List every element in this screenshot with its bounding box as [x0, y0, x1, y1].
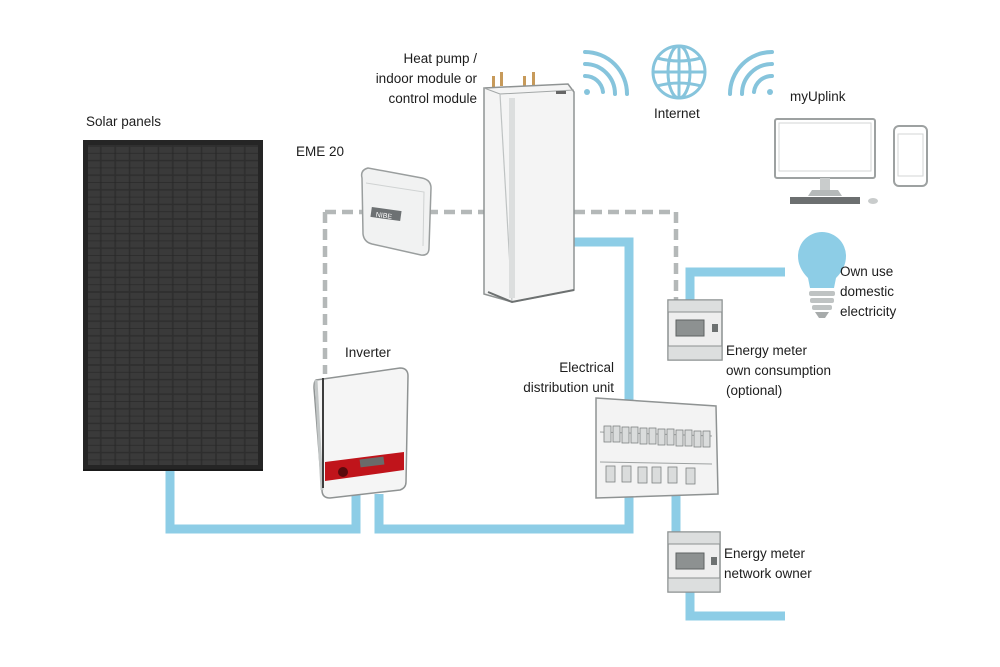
power-line-inverter-distribution — [374, 494, 634, 534]
data-lines — [322, 209, 679, 374]
label-solar-panels: Solar panels — [86, 114, 162, 129]
label-heat-pump: Heat pump / indoor module or control mod… — [375, 51, 477, 106]
wifi-icon — [728, 50, 774, 96]
label-myuplink: myUplink — [790, 89, 846, 104]
label-internet: Internet — [654, 106, 700, 121]
label-energy-meter-own: Energy meter own consumption (optional) — [726, 343, 832, 398]
label-energy-meter-network: Energy meter network owner — [724, 546, 812, 581]
distribution-unit — [595, 397, 719, 499]
power-line-panel-inverter — [165, 452, 361, 534]
smartphone-icon — [893, 125, 928, 187]
heat-pump-unit — [483, 72, 575, 304]
energy-meter-network — [667, 531, 721, 593]
monitor-icon — [774, 118, 878, 204]
label-inverter: Inverter — [345, 345, 391, 360]
solar-panel — [83, 140, 263, 471]
data-line-heatpump-meter — [574, 209, 679, 300]
power-line-distribution-heatpump — [574, 237, 634, 405]
label-eme20: EME 20 — [296, 144, 345, 159]
lightbulb-icon — [798, 232, 846, 318]
globe-icon — [651, 44, 707, 100]
eme-brand-text: NIBE — [375, 212, 392, 221]
power-line-networkmeter-grid — [685, 592, 785, 621]
label-own-use: Own use domestic electricity — [840, 264, 897, 319]
energy-meter-own — [667, 299, 723, 361]
label-distribution-unit: Electrical distribution unit — [523, 360, 614, 395]
inverter-unit — [313, 367, 409, 499]
eme20-module: NIBE — [360, 167, 432, 256]
wifi-icon — [583, 50, 629, 96]
